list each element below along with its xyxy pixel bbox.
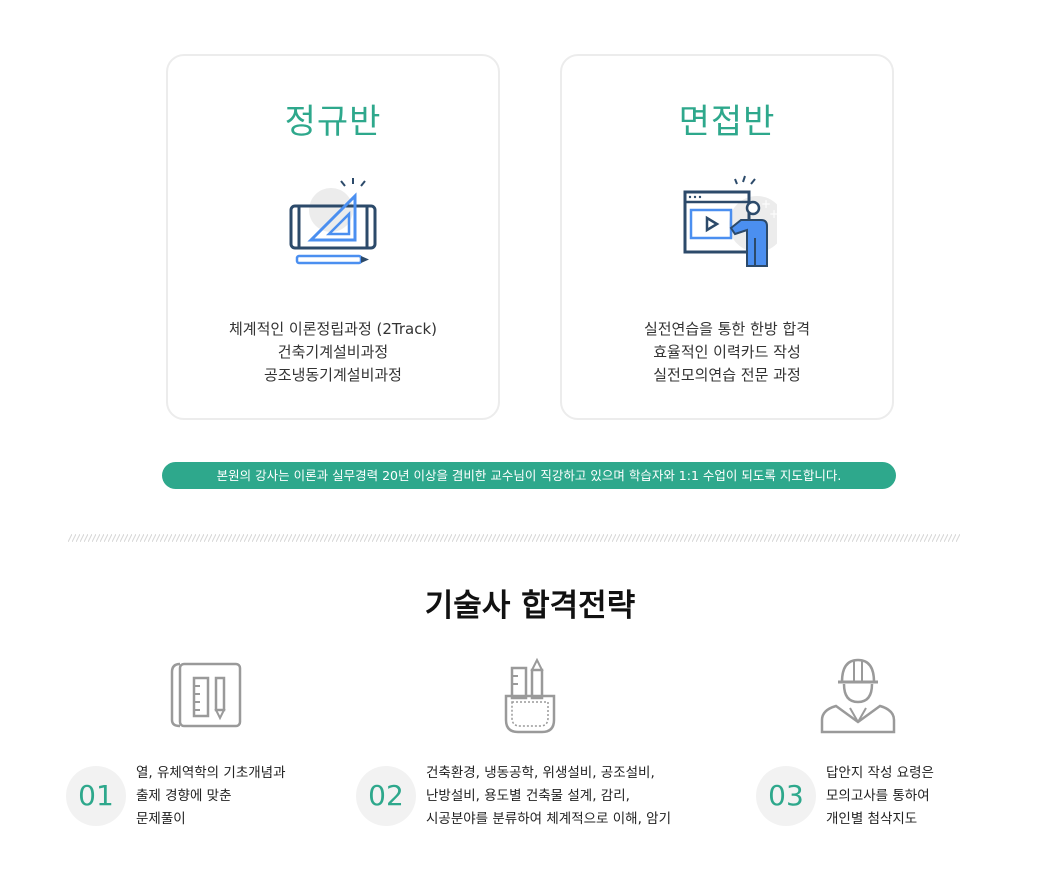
blueprint-ruler-icon [283,172,383,272]
interview-class-line: 효율적인 이력카드 작성 [653,343,801,361]
strategy-line: 개인별 첨삭지도 [826,811,918,827]
strategy-line: 열, 유체역학의 기초개념과 [136,765,286,781]
strategy-number-02: 02 [356,766,416,826]
interview-class-title: 면접반 [678,102,776,142]
strategy-line: 출제 경향에 맞춘 [136,788,232,804]
strategy-description-03: 답안지 작성 요령은 모의고사를 통하여 개인별 첨삭지도 [826,762,934,831]
strategy-description-02: 건축환경, 냉동공학, 위생설비, 공조설비, 난방설비, 용도별 건축물 설계… [426,762,671,831]
interview-class-line: 실전모의연습 전문 과정 [653,366,801,384]
strategy-line: 난방설비, 용도별 건축물 설계, 감리, [426,788,630,804]
interview-class-description: 실전연습을 통한 한방 합격 효율적인 이력카드 작성 실전모의연습 전문 과정 [562,318,892,387]
regular-class-title: 정규반 [284,102,382,142]
regular-class-line: 건축기계설비과정 [277,343,389,361]
interview-class-card: 면접반 + + + 실전연습을 통한 한방 합격 효율적인 이력카드 작 [560,54,894,420]
strategy-line: 시공분야를 분류하여 체계적으로 이해, 암기 [426,811,672,827]
strategy-section-title: 기술사 합격전략 [424,588,636,624]
blueprint-scroll-icon [168,656,252,736]
strategy-number-03: 03 [756,766,816,826]
presentation-teacher-icon: + + + [677,172,785,272]
strategy-line: 답안지 작성 요령은 [826,765,934,781]
svg-text:+: + [761,197,771,211]
interview-class-line: 실전연습을 통한 한방 합격 [643,320,811,338]
regular-class-description: 체계적인 이론정립과정 (2Track) 건축기계설비과정 공조냉동기계설비과정 [168,318,498,387]
strategy-line: 건축환경, 냉동공학, 위생설비, 공조설비, [426,765,655,781]
strategy-description-01: 열, 유체역학의 기초개념과 출제 경향에 맞춘 문제풀이 [136,762,286,831]
instructor-notice-banner: 본원의 강사는 이론과 실무경력 20년 이상을 겸비한 교수님이 직강하고 있… [162,462,896,489]
section-divider [68,534,960,542]
regular-class-line: 체계적인 이론정립과정 (2Track) [228,320,438,338]
strategy-number-01: 01 [66,766,126,826]
engineer-helmet-icon [816,656,900,736]
tool-pocket-icon [488,656,572,736]
strategy-line: 문제풀이 [136,811,186,827]
strategy-line: 모의고사를 통하여 [826,788,930,804]
regular-class-line: 공조냉동기계설비과정 [263,366,402,384]
svg-text:+: + [769,207,777,221]
